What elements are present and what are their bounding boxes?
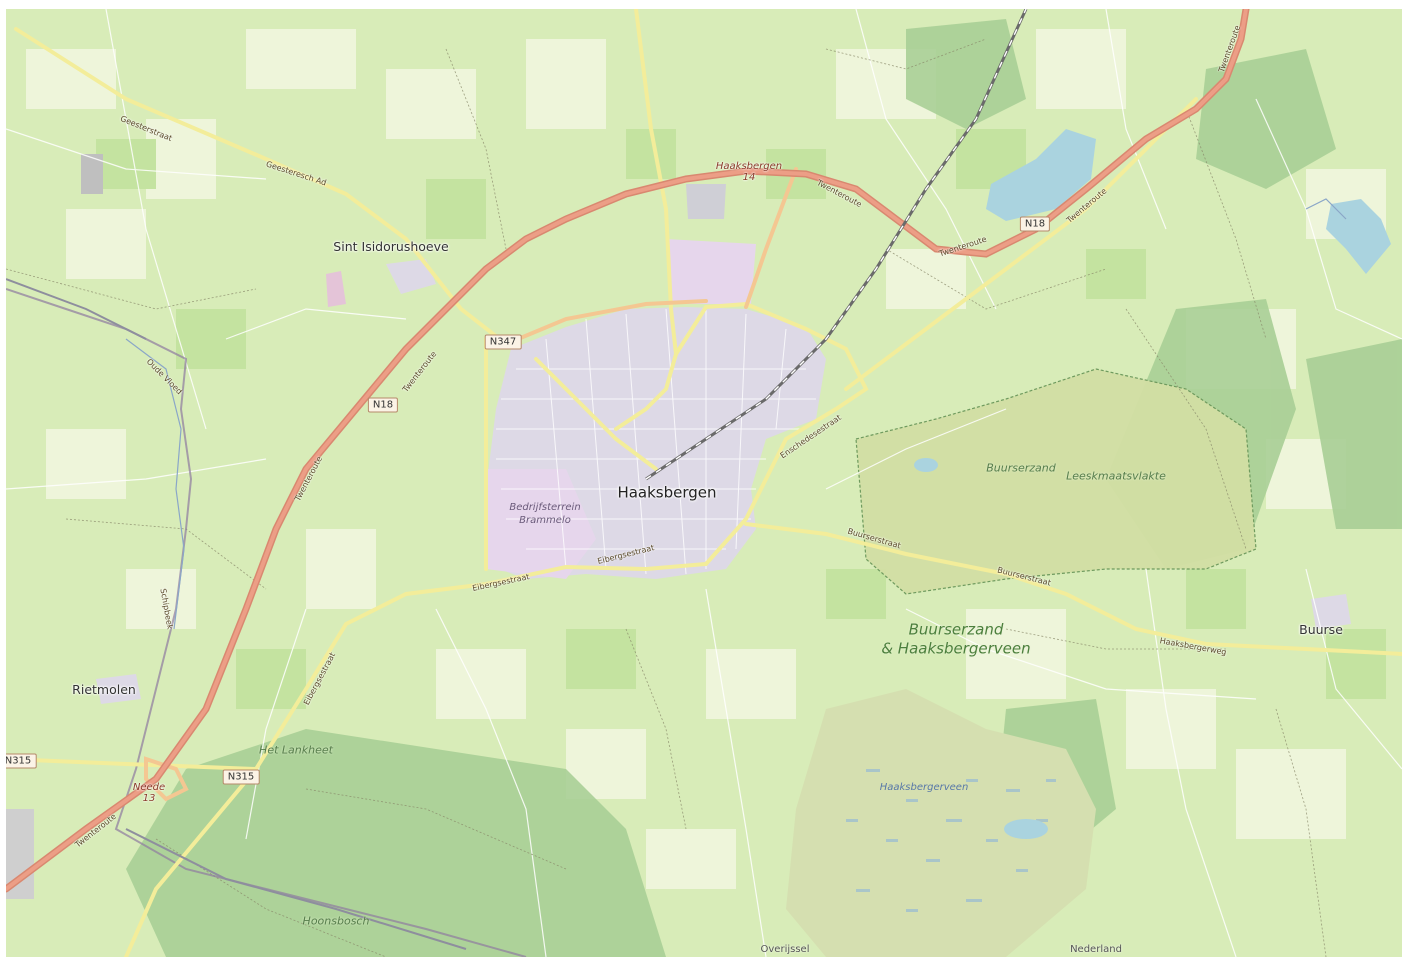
- lake-east: [1326, 199, 1391, 274]
- label-junction-haaksbergen-name: Haaksbergen: [715, 161, 783, 172]
- label-het-lankheet: Het Lankheet: [259, 743, 333, 757]
- label-junction-neede: Neede 13: [133, 782, 165, 804]
- map-canvas[interactable]: Haaksbergen Sint Isidorushoeve Rietmolen…: [6, 9, 1402, 957]
- label-buurserzand-line1: Buurserzand: [908, 620, 1004, 639]
- streams: [125, 198, 1347, 630]
- meadow-patches: [96, 129, 1386, 709]
- label-junction-haaksbergen-num: 14: [742, 172, 756, 183]
- industrial-north: [666, 239, 756, 304]
- primary-roads: [144, 167, 798, 802]
- label-bedrijfsterrein: Bedrijfsterrein Brammelo: [509, 501, 580, 527]
- grey-area-nw: [81, 154, 103, 194]
- bog-pool: [1004, 819, 1048, 839]
- label-bedrijfsterrein-line1: Bedrijfsterrein: [509, 502, 581, 513]
- bog-speckles: [846, 769, 1056, 912]
- lake-north: [986, 129, 1096, 221]
- water-bodies: [914, 129, 1391, 839]
- label-eeskmaatsvlakte: Leeskmaatsvlakte: [1066, 469, 1166, 483]
- label-border-nederland: Nederland: [1070, 944, 1122, 955]
- label-haaksbergerveen: Haaksbergerveen: [879, 782, 969, 793]
- field-patches: [26, 29, 1386, 889]
- label-junction-neede-num: 13: [142, 793, 156, 804]
- label-bedrijfsterrein-line2: Brammelo: [519, 515, 571, 526]
- urban-haaksbergen: [486, 184, 826, 579]
- label-sint-isidorushoeve[interactable]: Sint Isidorushoeve: [333, 238, 449, 254]
- pond-1: [914, 458, 938, 472]
- boundary-line: [6, 288, 527, 957]
- secondary-roads: [6, 9, 1402, 957]
- small-settlements: [96, 259, 1351, 704]
- label-buurse[interactable]: Buurse: [1299, 621, 1343, 637]
- label-hoonsbosch: Hoonsbosch: [302, 914, 370, 928]
- shield-n18-east: N18: [1019, 216, 1051, 232]
- shield-n18-west: N18: [367, 397, 399, 413]
- shield-n315-west: N315: [6, 753, 37, 769]
- shield-n347: N347: [484, 334, 522, 350]
- label-buurserzand-line2: & Haaksbergerveen: [881, 639, 1031, 657]
- label-junction-neede-name: Neede: [132, 782, 166, 793]
- label-buurserzand-haaksbergerveen: Buurserzand & Haaksbergerveen: [881, 620, 1030, 658]
- label-junction-haaksbergen: Haaksbergen 14: [716, 161, 782, 183]
- label-buurserzand-small: Buurserzand: [986, 461, 1056, 475]
- shield-n315-east: N315: [222, 769, 260, 785]
- map-tiles: [6, 9, 1402, 957]
- label-haaksbergen[interactable]: Haaksbergen: [617, 483, 717, 502]
- label-border-overijssel: Overijssel: [760, 944, 810, 955]
- label-rietmolen[interactable]: Rietmolen: [72, 681, 136, 697]
- industrial-brammelo: [486, 469, 596, 579]
- heath-areas: [786, 368, 1257, 957]
